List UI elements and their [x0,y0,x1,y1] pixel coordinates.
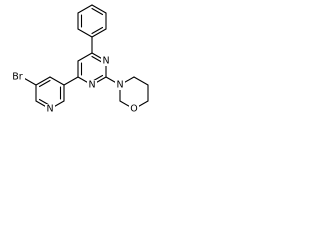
morpholine-n-label: N [116,80,123,91]
phenyl-ring [77,4,107,38]
chemical-structure-diagram: N N N O N Br [10,4,149,115]
atom-labels: N N N O N Br [10,56,139,115]
double-bond-inner [38,79,51,88]
pyridine-n-label: N [46,104,53,115]
bond [133,76,149,86]
pyrimidine-n-upper-label: N [102,56,109,67]
bond [77,4,93,14]
double-bond-inner [91,7,104,16]
bond [91,28,107,38]
double-bond-inner [91,26,104,35]
bond [77,52,93,62]
bond-pyrimidine-pyridine [63,76,79,86]
double-bond-inner [91,55,104,64]
pyrimidine-n-lower-label: N [88,80,95,91]
morpholine-o-label: O [130,104,137,115]
bond [35,76,51,86]
bond [49,76,65,86]
bromine-label: Br [12,72,23,83]
bond [91,4,107,14]
bond [77,28,93,38]
